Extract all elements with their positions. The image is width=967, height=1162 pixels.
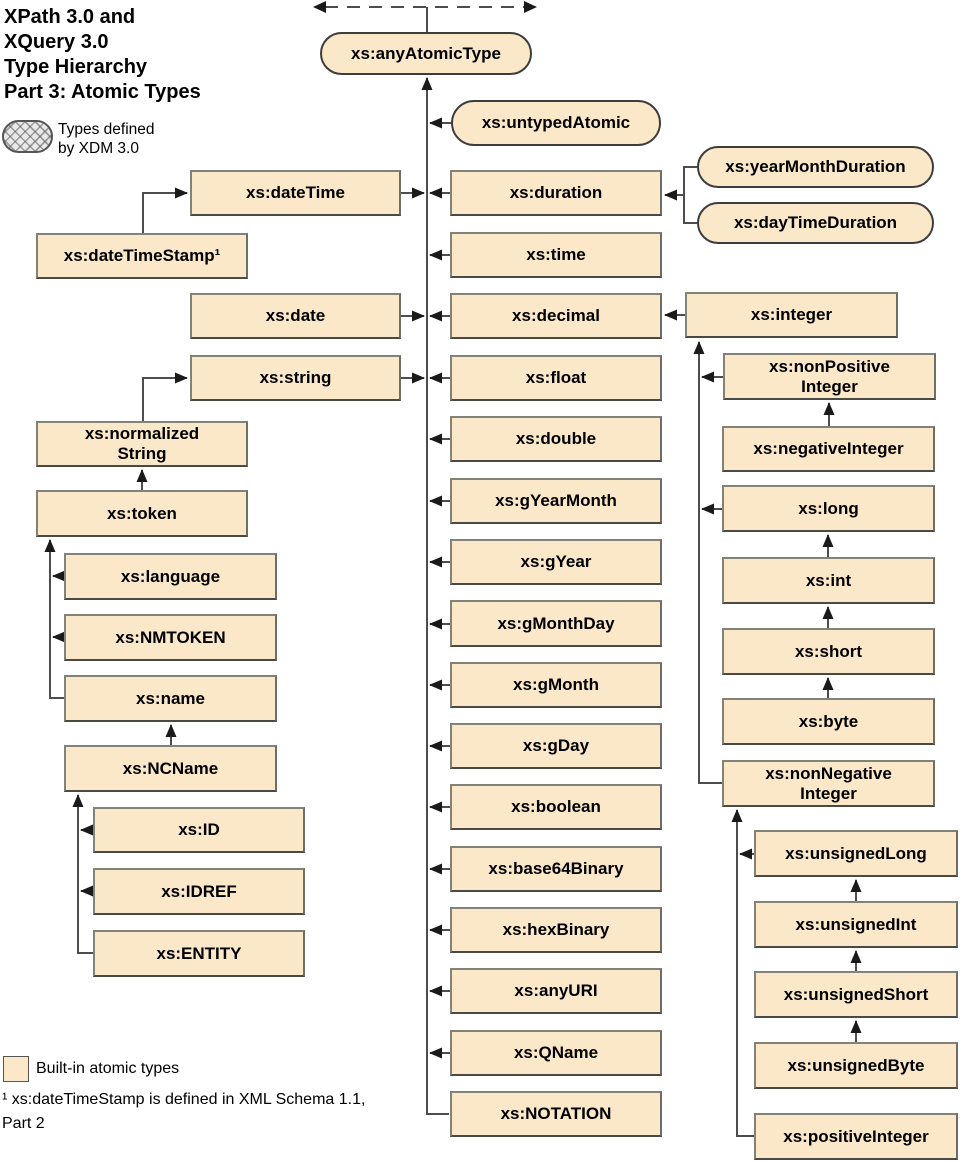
type-box-xs-language: xs:language [64,553,277,600]
type-box-xs-normalizedstring: xs:normalized String [36,421,248,467]
type-box-xs-gmonth: xs:gMonth [450,662,662,708]
type-box-xs-daytimeduration: xs:dayTimeDuration [697,202,934,244]
type-box-xs-unsignedint: xs:unsignedInt [754,901,958,948]
type-box-xs-time: xs:time [450,232,662,278]
type-box-xs-nonpositiveinteger: xs:nonPositive Integer [723,353,936,400]
type-box-xs-anyatomictype: xs:anyAtomicType [320,32,532,75]
type-box-xs-yearmonthduration: xs:yearMonthDuration [697,146,934,188]
type-box-xs-unsignedshort: xs:unsignedShort [754,971,958,1018]
type-box-xs-positiveinteger: xs:positiveInteger [754,1113,958,1160]
type-box-xs-string: xs:string [190,355,401,401]
continuation-dashed-arrow [313,1,537,32]
type-box-xs-idref: xs:IDREF [93,868,305,915]
type-box-xs-name: xs:name [64,675,277,722]
type-box-xs-negativeinteger: xs:negativeInteger [722,426,935,472]
type-box-xs-gmonthday: xs:gMonthDay [450,600,662,647]
type-box-xs-long: xs:long [722,485,935,532]
type-box-xs-entity: xs:ENTITY [93,930,305,977]
type-box-xs-double: xs:double [450,416,662,462]
type-box-xs-date: xs:date [190,293,401,339]
xdm-legend-label: Types defined by XDM 3.0 [58,121,155,157]
type-box-xs-qname: xs:QName [450,1030,662,1076]
type-box-xs-anyuri: xs:anyURI [450,968,662,1014]
spine-and-connectors [44,77,862,1137]
type-box-xs-gyear: xs:gYear [450,539,662,585]
type-box-xs-boolean: xs:boolean [450,784,662,830]
type-box-xs-decimal: xs:decimal [450,293,662,339]
type-box-xs-float: xs:float [450,355,662,401]
type-box-xs-duration: xs:duration [450,170,662,216]
type-box-xs-integer: xs:integer [685,292,898,338]
type-box-xs-untypedatomic: xs:untypedAtomic [451,100,661,146]
type-box-xs-datetime: xs:dateTime [190,170,401,216]
type-box-xs-base64binary: xs:base64Binary [450,846,662,892]
type-box-xs-unsignedbyte: xs:unsignedByte [754,1042,958,1089]
type-box-xs-notation: xs:NOTATION [450,1091,662,1137]
type-box-xs-gday: xs:gDay [450,723,662,769]
type-box-xs-datetimestamp: xs:dateTimeStamp¹ [36,233,248,279]
footnote: ¹ xs:dateTimeStamp is defined in XML Sch… [2,1091,366,1132]
builtin-legend-label: Built-in atomic types [36,1060,180,1077]
diagram-title: XPath 3.0 and XQuery 3.0 Type Hierarchy … [4,6,201,103]
xdm-legend-shape [2,120,53,153]
type-box-xs-unsignedlong: xs:unsignedLong [754,830,958,877]
type-box-xs-hexbinary: xs:hexBinary [450,907,662,953]
type-box-xs-byte: xs:byte [722,698,935,745]
builtin-legend-swatch [3,1056,29,1082]
type-box-xs-nonnegativeinteger: xs:nonNegative Integer [722,760,935,807]
type-box-xs-short: xs:short [722,628,935,675]
type-box-xs-id: xs:ID [93,807,305,853]
type-box-xs-int: xs:int [722,557,935,604]
type-box-xs-gyearmonth: xs:gYearMonth [450,478,662,524]
type-box-xs-token: xs:token [36,490,248,537]
type-box-xs-ncname: xs:NCName [64,745,277,792]
type-box-xs-nmtoken: xs:NMTOKEN [64,614,277,661]
